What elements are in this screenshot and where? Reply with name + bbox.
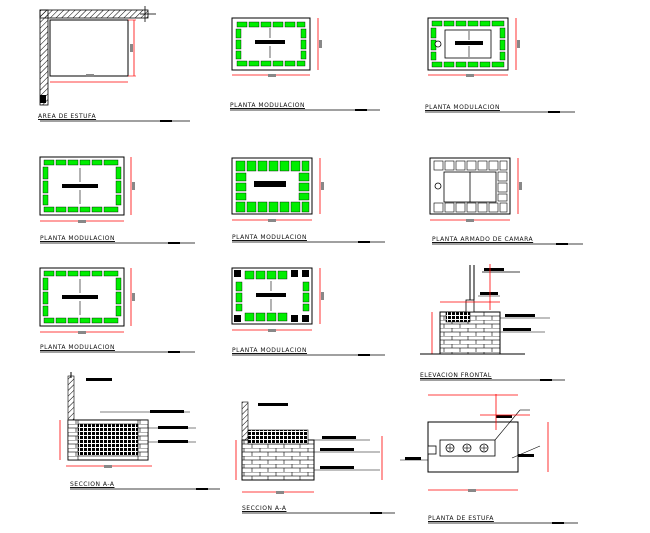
drawing-planta-modulacion-4 <box>231 157 385 243</box>
drawing-area-estufa <box>39 6 190 122</box>
caption-area-estufa: AREA DE ESTUFA <box>38 113 97 120</box>
caption-planta-modulacion: PLANTA MODULACION <box>230 102 305 109</box>
caption-seccion-a-a: SECCION A-A <box>242 505 287 512</box>
caption-planta-modulacion: PLANTA MODULACION <box>425 104 500 111</box>
caption-planta-estufa: PLANTA DE ESTUFA <box>428 515 494 522</box>
caption-planta-modulacion: PLANTA MODULACION <box>40 344 115 351</box>
drawing-planta-modulacion-6 <box>231 267 385 356</box>
caption-planta-modulacion: PLANTA MODULACION <box>232 347 307 354</box>
drawing-elevacion-frontal <box>420 264 565 381</box>
drawing-seccion-a-a-2 <box>235 401 395 514</box>
drawing-planta-estufa <box>400 394 578 524</box>
drawing-planta-modulacion-5 <box>39 267 195 353</box>
caption-elevacion-frontal: ELEVACION FRONTAL <box>420 372 492 379</box>
drawing-seccion-a-a-1 <box>59 372 220 490</box>
caption-planta-modulacion: PLANTA MODULACION <box>40 235 115 242</box>
caption-planta-modulacion: PLANTA MODULACION <box>232 234 307 241</box>
caption-planta-armado-camara: PLANTA ARMADO DE CAMARA <box>432 236 534 243</box>
drawing-planta-modulacion-1 <box>230 17 380 111</box>
caption-seccion-a-a: SECCION A-A <box>70 481 115 488</box>
drawing-planta-modulacion-3 <box>39 156 195 244</box>
drawing-planta-armado-camara <box>429 157 583 245</box>
drawing-planta-modulacion-2 <box>425 17 575 113</box>
